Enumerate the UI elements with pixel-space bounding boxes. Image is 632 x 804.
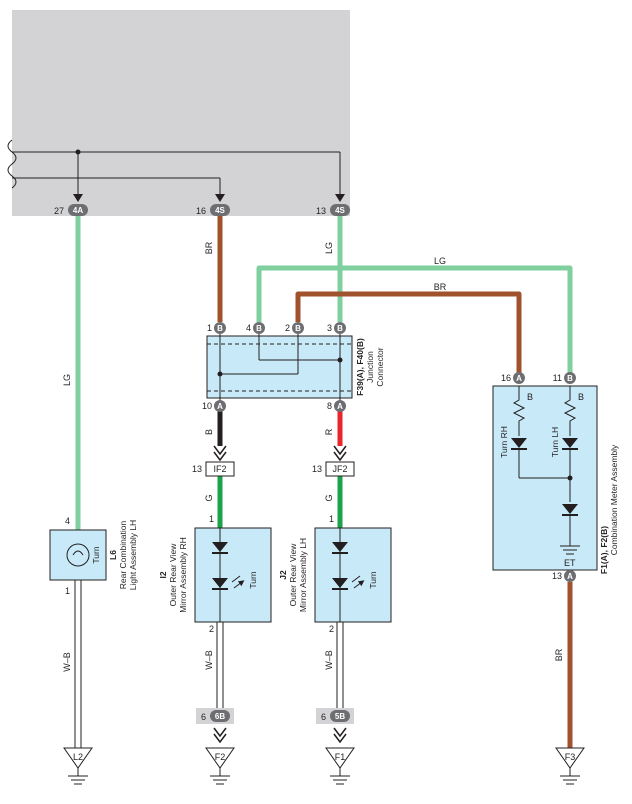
svg-text:L2: L2 [73,752,83,762]
svg-text:A: A [516,374,522,383]
svg-text:Light Assembly LH: Light Assembly LH [128,520,138,590]
svg-text:Outer Rear View: Outer Rear View [288,543,298,607]
connector-6b: 6B 6 [196,708,234,724]
svg-text:Turn: Turn [91,546,101,563]
svg-text:ET: ET [564,558,576,568]
svg-text:BR: BR [204,241,214,254]
svg-text:3: 3 [327,323,332,333]
svg-text:16: 16 [501,373,511,383]
connector-if2: IF2 13 [192,445,235,477]
svg-text:16: 16 [196,206,206,216]
ground-f3: F3 [555,747,585,785]
svg-text:B: B [567,374,573,383]
svg-text:BR: BR [554,648,564,661]
svg-text:Turn: Turn [368,571,378,588]
svg-text:4S: 4S [335,206,345,215]
svg-text:A: A [337,402,343,411]
svg-text:13: 13 [312,464,322,474]
svg-text:2: 2 [285,323,290,333]
svg-text:W–B: W–B [62,652,72,672]
svg-text:Junction: Junction [365,351,375,383]
svg-text:Mirror Assembly LH: Mirror Assembly LH [298,538,308,612]
wire-lg-loop [256,265,573,374]
svg-text:JF2: JF2 [332,464,347,474]
mirror-assembly-lh: Turn 1 2 J2 Outer Rear View Mirror Assem… [278,514,392,634]
svg-text:10: 10 [202,401,212,411]
svg-text:Combination Meter Assembly: Combination Meter Assembly [609,444,619,555]
svg-text:Turn LH: Turn LH [550,427,560,457]
svg-text:J2: J2 [278,570,288,580]
svg-text:13: 13 [192,464,202,474]
svg-text:B: B [204,429,214,435]
svg-text:R: R [324,428,334,435]
svg-text:6: 6 [321,712,326,722]
svg-text:B: B [578,392,584,402]
svg-text:F1: F1 [335,752,346,762]
svg-text:G: G [324,494,334,501]
svg-text:G: G [204,494,214,501]
svg-text:Turn RH: Turn RH [499,426,509,458]
svg-text:B: B [217,324,223,333]
svg-text:B: B [527,392,533,402]
ecu-block [12,10,350,216]
svg-text:F3: F3 [565,752,576,762]
svg-text:A: A [567,572,573,581]
svg-text:Mirror Assembly RH: Mirror Assembly RH [178,537,188,613]
svg-text:W–B: W–B [204,650,214,670]
svg-text:F1(A), F2(B): F1(A), F2(B) [599,526,609,574]
ground-f2: F2 [205,747,235,785]
svg-text:Turn: Turn [248,571,258,588]
svg-text:2: 2 [329,624,334,634]
svg-text:4A: 4A [73,206,83,215]
rear-combination-light-lh: Turn 4 1 L6 Rear Combination Light Assem… [49,516,138,596]
svg-text:W–B: W–B [324,650,334,670]
combination-meter: A B 16 11 B B Turn RH Turn LH ET A 13 F1… [492,372,619,582]
svg-text:B: B [295,324,301,333]
svg-text:I2: I2 [158,571,168,578]
svg-text:27: 27 [54,206,64,216]
svg-text:LG: LG [62,374,72,386]
connector-jf2: JF2 13 [312,445,355,477]
svg-text:A: A [217,402,223,411]
svg-text:L6: L6 [108,550,118,560]
connector-5b: 5B 6 [316,708,354,724]
mirror-assembly-rh: Turn 1 2 I2 Outer Rear View Mirror Assem… [158,514,272,634]
break-symbol [7,139,17,189]
junction-connector: B B B B 1 4 2 3 A A 10 8 F39(A), F40(B) … [202,322,385,412]
connector-4s-left: 4S 16 [196,204,230,216]
connector-4s-right: 4S 13 [316,204,350,216]
svg-text:B: B [337,324,343,333]
svg-text:BR: BR [434,282,447,292]
svg-text:1: 1 [65,586,70,596]
svg-text:Rear Combination: Rear Combination [118,520,128,589]
ground-f1: F1 [325,747,355,785]
svg-text:F2: F2 [215,752,226,762]
svg-text:F39(A), F40(B): F39(A), F40(B) [355,338,365,396]
svg-text:LG: LG [324,242,334,254]
wire-br-loop [295,291,522,374]
svg-text:11: 11 [553,373,562,383]
svg-text:2: 2 [209,624,214,634]
svg-text:B: B [256,324,262,333]
svg-text:13: 13 [316,206,326,216]
svg-text:4: 4 [246,323,251,333]
svg-text:6B: 6B [215,712,225,721]
svg-text:LG: LG [434,256,446,266]
svg-text:Outer Rear View: Outer Rear View [168,543,178,607]
connector-4a: 4A 27 [54,204,88,216]
svg-text:6: 6 [201,712,206,722]
svg-text:Connector: Connector [375,347,385,386]
svg-text:1: 1 [329,514,334,524]
svg-text:1: 1 [209,514,214,524]
svg-text:8: 8 [327,401,332,411]
ground-l2: L2 [63,747,93,785]
svg-text:5B: 5B [335,712,345,721]
svg-text:1: 1 [207,323,212,333]
svg-text:4: 4 [65,516,70,526]
svg-text:IF2: IF2 [213,464,226,474]
svg-text:4S: 4S [215,206,225,215]
svg-text:13: 13 [552,571,562,581]
